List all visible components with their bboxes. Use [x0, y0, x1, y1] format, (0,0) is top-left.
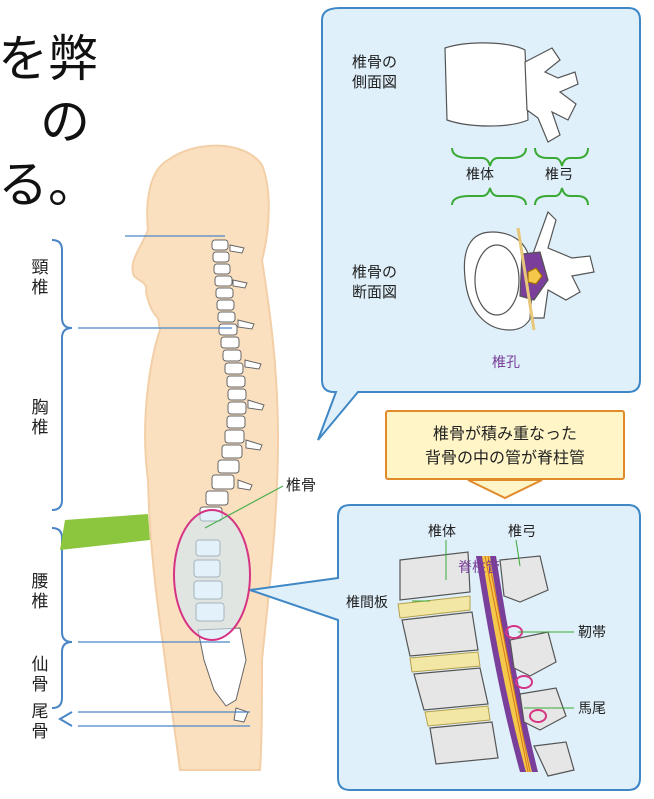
bracket-thoracic: [52, 338, 62, 510]
label-cervical: 頸椎: [30, 258, 50, 298]
label-canal: 脊柱管: [458, 557, 500, 577]
overlay-text-line-1: を弊: [0, 30, 98, 88]
label-cross-section: 椎骨の 断面図: [352, 262, 397, 302]
label-thoracic: 胸椎: [30, 398, 50, 438]
callout-line-2: 背骨の中の管が脊柱管: [387, 446, 623, 470]
bracket-sacrum: [52, 652, 62, 708]
overlay-text-line-2: の: [40, 93, 90, 151]
label-lumbar: 腰椎: [30, 572, 50, 612]
label-bottom-arch: 椎弓: [508, 521, 536, 541]
bracket-cervical: [52, 240, 72, 338]
bracket-coccyx: [60, 712, 72, 726]
label-top-body: 椎体: [466, 164, 494, 184]
label-top-arch: 椎弓: [545, 164, 573, 184]
label-cauda: 馬尾: [578, 698, 606, 718]
overlay-text-line-3: る。: [0, 156, 98, 214]
callout-line-1: 椎骨が積み重なった: [387, 422, 623, 446]
body-silhouette: [132, 146, 278, 770]
label-sacrum: 仙骨: [30, 655, 50, 695]
label-foramen: 椎孔: [492, 352, 520, 372]
callout-box: 椎骨が積み重なった 背骨の中の管が脊柱管: [385, 410, 625, 480]
label-side-view: 椎骨の 側面図: [352, 52, 397, 92]
label-coccyx: 尾骨: [30, 702, 50, 742]
label-ligament: 靭帯: [578, 622, 606, 642]
label-bottom-body: 椎体: [428, 521, 456, 541]
lumbar-highlight: [174, 510, 250, 640]
green-bar: [60, 514, 150, 550]
label-vertebra: 椎骨: [286, 474, 316, 495]
label-disc: 椎間板: [346, 592, 388, 612]
